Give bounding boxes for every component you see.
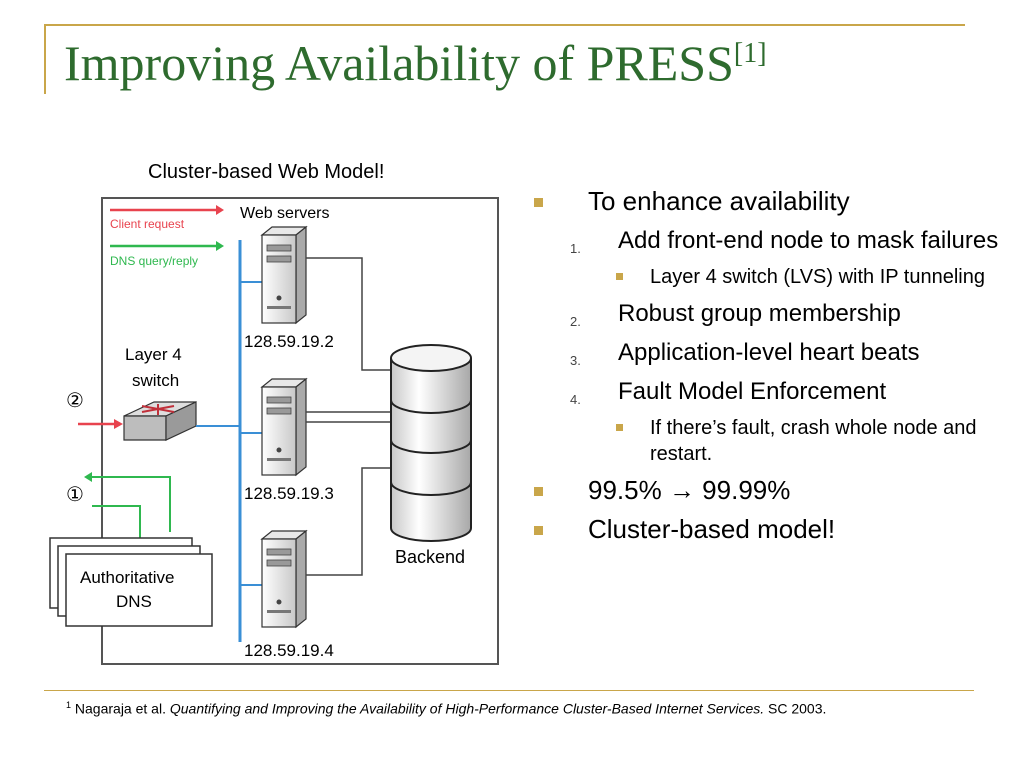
sub-bullet-text: If there’s fault, crash whole node and r… [650, 417, 977, 465]
bullet-list: To enhance availability 1. Add front-end… [530, 186, 1000, 553]
item-number: 2. [570, 314, 581, 329]
left-accent-rule [44, 24, 46, 94]
server-3 [260, 529, 308, 629]
top-accent-rule [44, 24, 965, 26]
numbered-item-1: 1. Add front-end node to mask failures [530, 225, 1000, 256]
dns-reply-arrowhead [84, 472, 92, 482]
sub-bullet-text: Layer 4 switch (LVS) with IP tunneling [650, 266, 985, 288]
bullet-availability-improvement: 99.5% → 99.99% [530, 475, 1000, 506]
item-number: 1. [570, 241, 581, 256]
step-2-marker: ② [66, 390, 84, 412]
item-text: Application-level heart beats [618, 339, 920, 366]
bullet-marker [534, 198, 543, 207]
client-request-arrowhead [114, 419, 123, 429]
server-1 [260, 225, 308, 325]
legend-client-label: Client request [110, 217, 185, 231]
cluster-diagram: Client request DNS query/reply Web serve… [49, 197, 499, 665]
legend-dns-arrowhead [216, 241, 224, 251]
numbered-item-3: 3. Application-level heart beats [530, 337, 1000, 368]
bullet-marker [616, 424, 623, 431]
slide-title-text: Improving Availability of PRESS [64, 35, 734, 91]
backend-database [390, 344, 472, 542]
dns-label-line1: Authoritative [80, 568, 175, 587]
numbered-item-2: 2. Robust group membership [530, 298, 1000, 329]
bullet-cluster-model: Cluster-based model! [530, 514, 1000, 545]
diagram-caption: Cluster-based Web Model! [148, 161, 385, 183]
item-number: 3. [570, 353, 581, 368]
bullet-text: To enhance availability [588, 186, 850, 216]
dns-query-path [92, 505, 141, 542]
step-1-marker: ① [66, 484, 84, 506]
bullet-marker [534, 487, 543, 496]
bullet-text: Cluster-based model! [588, 514, 836, 544]
numbered-item-4: 4. Fault Model Enforcement [530, 376, 1000, 407]
web-servers-label: Web servers [240, 205, 330, 222]
bullet-enhance-availability: To enhance availability [530, 186, 1000, 217]
item-text: Add front-end node to mask failures [618, 227, 999, 254]
dns-label-line2: DNS [116, 592, 152, 611]
legend-dns-label: DNS query/reply [110, 254, 198, 268]
server-1-ip: 128.59.19.2 [244, 332, 334, 351]
footnote-venue: SC 2003. [768, 700, 827, 717]
footnote: 1 Nagaraja et al. Quantifying and Improv… [66, 700, 826, 717]
footnote-number: 1 [66, 700, 72, 710]
footnote-authors: Nagaraja et al. [74, 700, 166, 717]
item-text: Fault Model Enforcement [618, 378, 887, 405]
server-2-ip: 128.59.19.3 [244, 484, 334, 503]
bullet-marker [534, 526, 543, 535]
server-3-ip: 128.59.19.4 [244, 641, 334, 660]
item-number: 4. [570, 392, 581, 407]
backend-link-3 [306, 467, 392, 576]
switch-label-line2: switch [132, 371, 179, 390]
authoritative-dns-box [49, 537, 213, 627]
title-reference: [1] [733, 38, 767, 69]
dns-reply-path [92, 476, 171, 532]
layer4-switch-icon [123, 401, 197, 441]
server-2 [260, 377, 308, 477]
sub-bullet-fault: If there’s fault, crash whole node and r… [530, 415, 1000, 467]
backend-link-1 [306, 257, 392, 371]
footer-rule [44, 690, 974, 691]
sub-bullet-lvs: Layer 4 switch (LVS) with IP tunneling [530, 264, 1000, 290]
legend-client-arrowhead [216, 205, 224, 215]
backend-label: Backend [395, 547, 465, 567]
item-text: Robust group membership [618, 300, 901, 327]
slide-title: Improving Availability of PRESS[1] [64, 34, 767, 92]
bullet-text: 99.5% → 99.99% [588, 475, 791, 505]
switch-label-line1: Layer 4 [125, 345, 182, 364]
bullet-marker [616, 273, 623, 280]
footnote-paper-title: Quantifying and Improving the Availabili… [169, 700, 765, 717]
